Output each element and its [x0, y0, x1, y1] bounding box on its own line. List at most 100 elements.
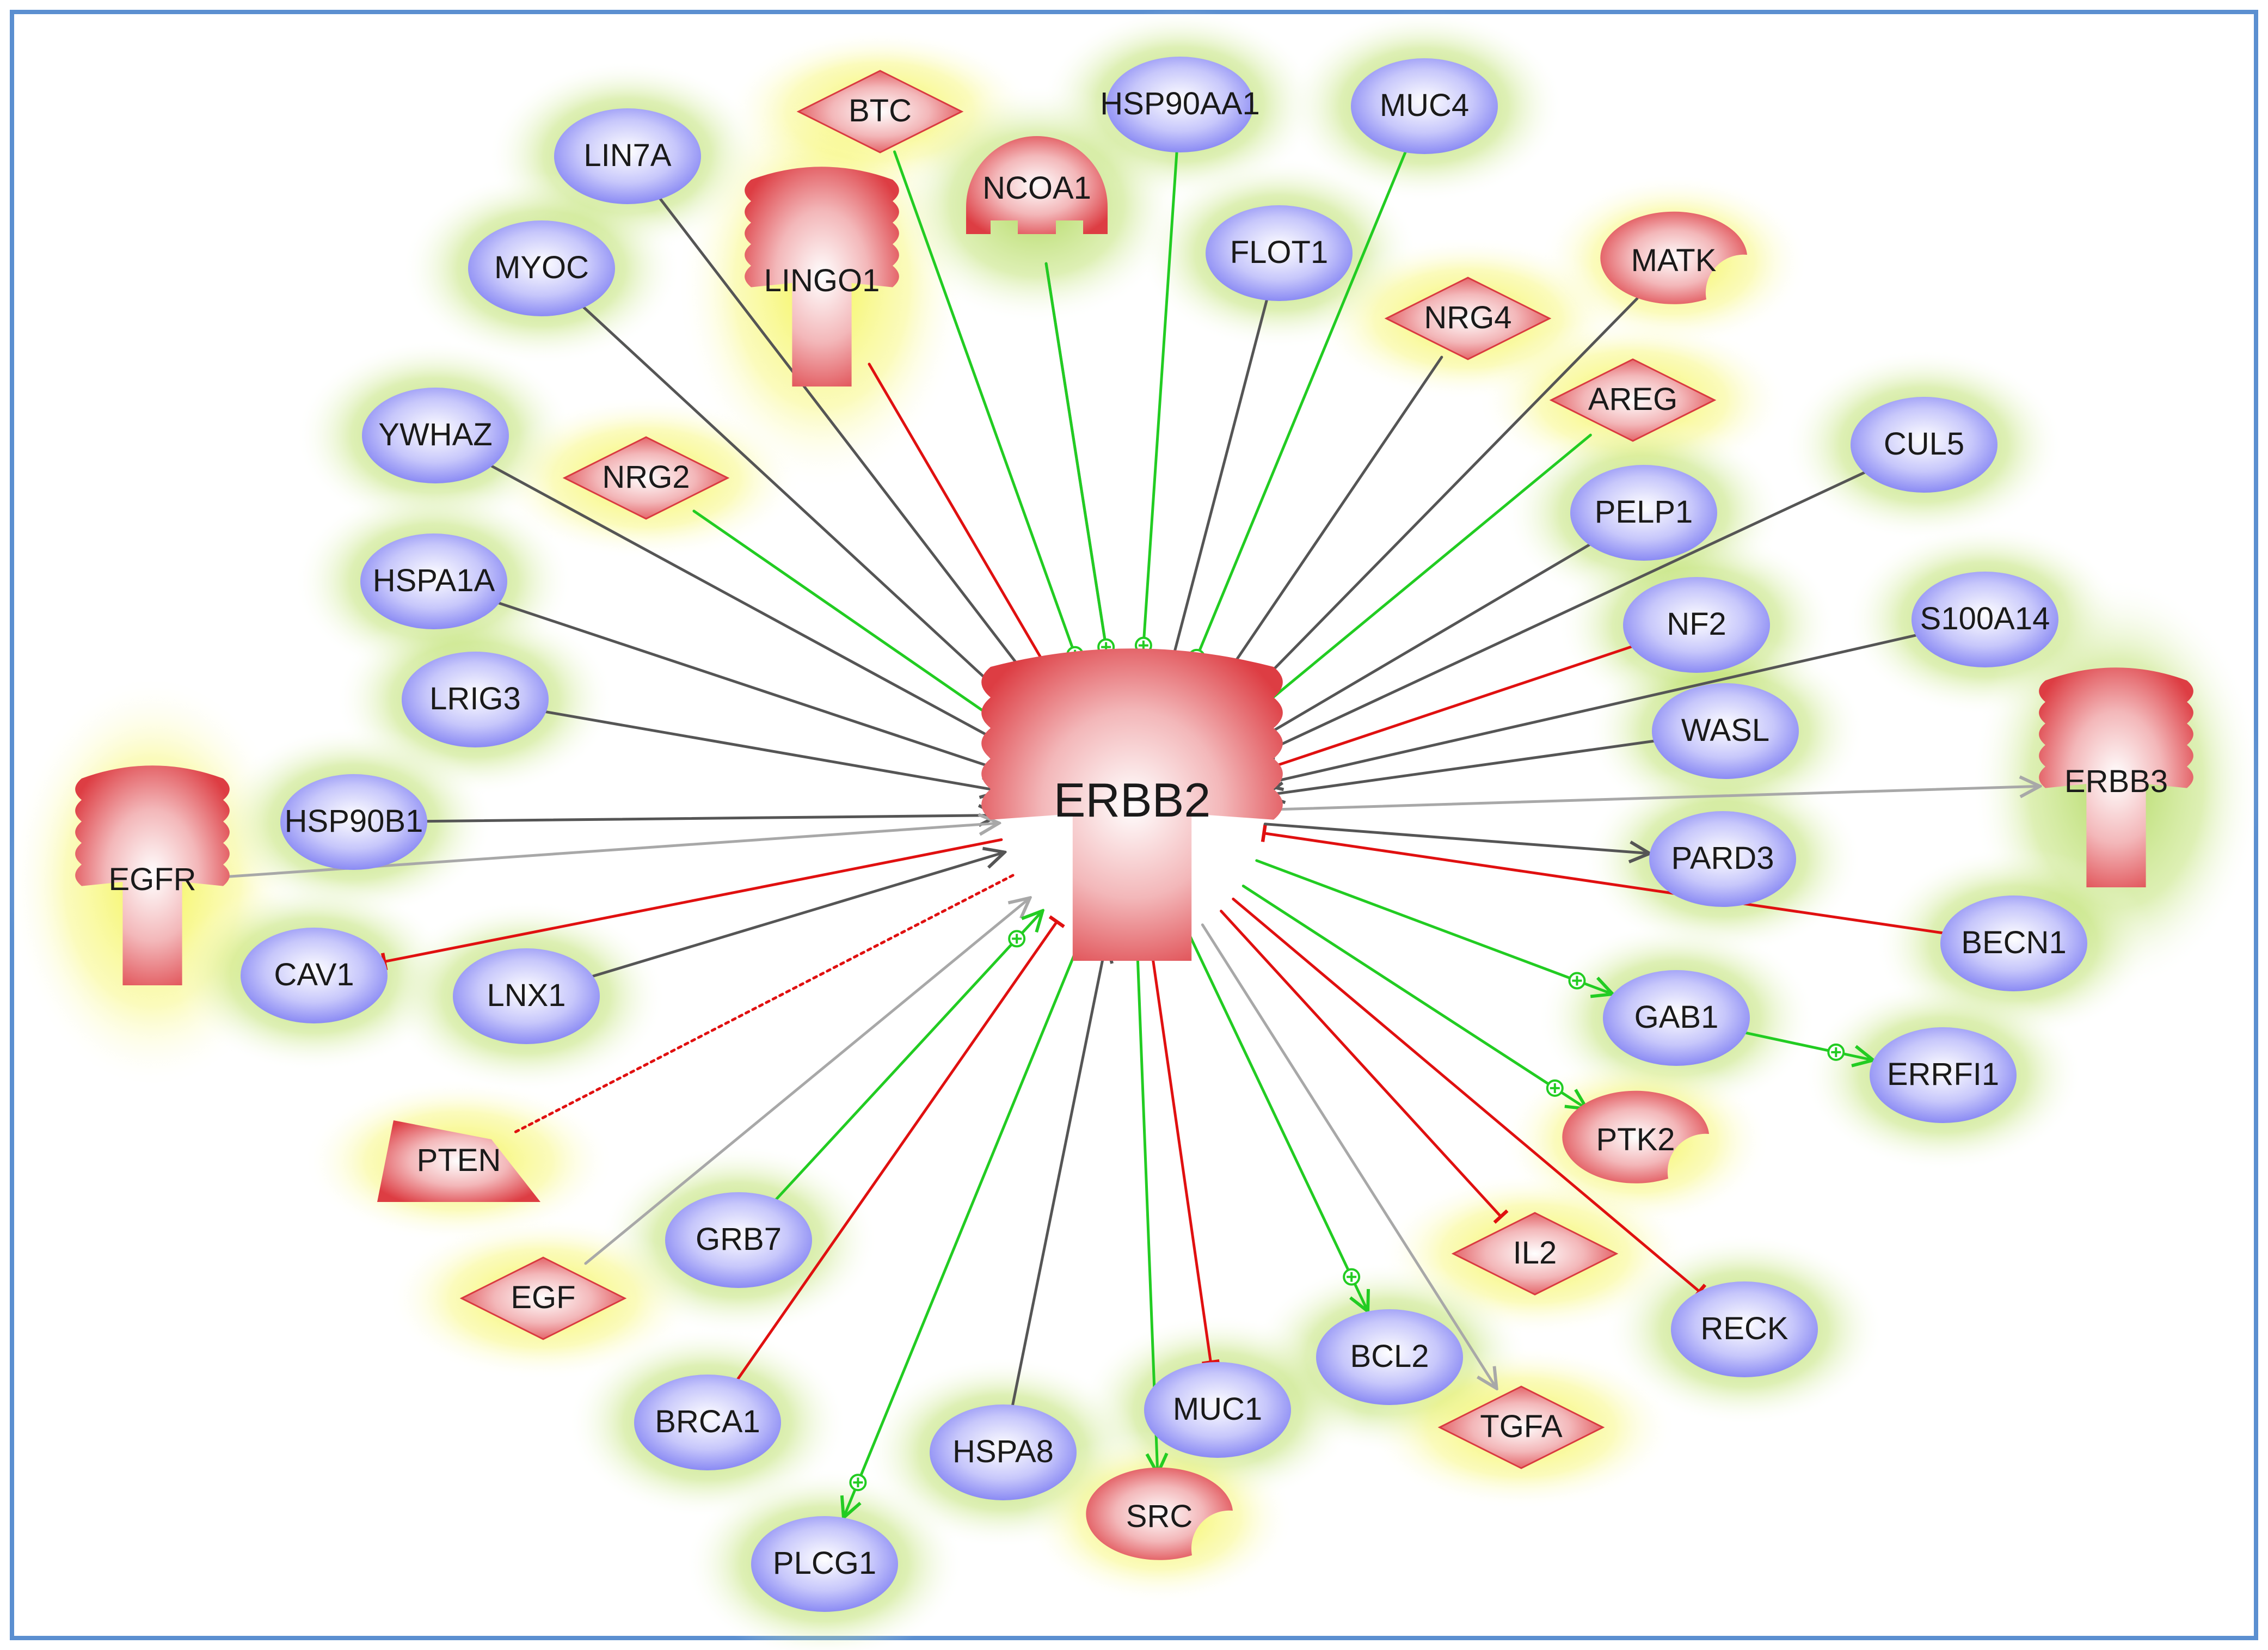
node-egf[interactable]: EGF [459, 1256, 627, 1340]
ellipse-node-shape [1940, 895, 2087, 991]
node-label: MYOC [494, 250, 589, 285]
node-egfr[interactable]: EGFR [75, 765, 230, 985]
diamond-node-shape [562, 436, 730, 520]
node-label: BECN1 [1961, 925, 2066, 960]
node-pten[interactable]: PTEN [377, 1120, 540, 1202]
edge-ncoa1-erbb2 [1044, 262, 1112, 685]
edge-erbb2-cav1 [380, 838, 1003, 971]
node-reck[interactable]: RECK [1671, 1281, 1818, 1377]
activation-plus-icon [1008, 930, 1026, 948]
node-label: NRG2 [602, 459, 690, 495]
node-cul5[interactable]: CUL5 [1851, 397, 1997, 493]
node-cav1[interactable]: CAV1 [241, 928, 388, 1023]
node-areg[interactable]: AREG [1549, 358, 1717, 442]
node-nrg4[interactable]: NRG4 [1384, 277, 1552, 360]
node-becn1[interactable]: BECN1 [1940, 895, 2087, 991]
node-hspa1a[interactable]: HSPA1A [360, 533, 507, 629]
node-label: GAB1 [1634, 999, 1719, 1035]
node-errfi1[interactable]: ERRFI1 [1870, 1027, 2017, 1123]
ellipse-node-shape [930, 1404, 1077, 1500]
node-lin7a[interactable]: LIN7A [554, 108, 701, 204]
edge-s100a14-erbb2 [1262, 634, 1917, 784]
node-label: RECK [1700, 1311, 1788, 1346]
node-btc[interactable]: BTC [796, 70, 964, 154]
node-erbb2[interactable]: ERBB2 [981, 648, 1283, 961]
edge-erbb2-tgfa [1201, 923, 1496, 1389]
edge-hspa1a-erbb2 [497, 602, 1006, 772]
ellipse-node-shape [1671, 1281, 1818, 1377]
edge-pten-erbb2 [514, 873, 1016, 1133]
node-label: SRC [1126, 1499, 1193, 1534]
node-gab1[interactable]: GAB1 [1603, 970, 1750, 1066]
node-s100a14[interactable]: S100A14 [1911, 572, 2058, 667]
node-ncoa1[interactable]: NCOA1 [966, 136, 1108, 234]
node-erbb3[interactable]: ERBB3 [2039, 667, 2193, 887]
edge-egf-erbb2 [584, 898, 1030, 1265]
node-nf2[interactable]: NF2 [1623, 577, 1770, 673]
diamond-node-shape [796, 70, 964, 154]
node-grb7[interactable]: GRB7 [665, 1192, 812, 1288]
node-label: EGF [511, 1280, 575, 1315]
edge-grb7-erbb2 [775, 911, 1043, 1201]
node-label: WASL [1681, 713, 1769, 748]
ellipse-node-shape [1144, 1362, 1291, 1458]
node-pelp1[interactable]: PELP1 [1570, 465, 1717, 561]
node-myoc[interactable]: MYOC [468, 220, 615, 316]
ellipse-node-shape [1316, 1309, 1463, 1405]
node-lnx1[interactable]: LNX1 [453, 948, 600, 1044]
node-flot1[interactable]: FLOT1 [1206, 205, 1353, 301]
ellipse-node-shape [634, 1375, 781, 1470]
node-label: BTC [849, 93, 912, 128]
node-brca1[interactable]: BRCA1 [634, 1375, 781, 1470]
node-hspa8[interactable]: HSPA8 [930, 1404, 1077, 1500]
node-label: FLOT1 [1230, 235, 1329, 270]
node-plcg1[interactable]: PLCG1 [751, 1516, 898, 1612]
node-lingo1[interactable]: LINGO1 [745, 167, 899, 387]
edge-gab1-errfi1 [1744, 1031, 1873, 1060]
edge-wasl-erbb2 [1264, 739, 1655, 795]
edge-erbb2-gab1 [1255, 859, 1613, 994]
diamond-node-shape [1384, 277, 1552, 360]
node-il2[interactable]: IL2 [1451, 1212, 1619, 1296]
node-label: LRIG3 [429, 681, 521, 716]
edge-erbb2-ptk2 [1241, 885, 1587, 1109]
ellipse-node-shape [1870, 1027, 2017, 1123]
node-label: PLCG1 [773, 1545, 876, 1581]
edge-lin7a-erbb2 [659, 198, 1052, 709]
node-src[interactable]: SRC [1086, 1467, 1233, 1560]
node-nrg2[interactable]: NRG2 [562, 436, 730, 520]
activation-plus-icon [1343, 1268, 1361, 1286]
node-ywhaz[interactable]: YWHAZ [362, 388, 509, 483]
receptor-node-shape [981, 648, 1283, 961]
node-label: MUC4 [1380, 88, 1469, 123]
edge-brca1-erbb2 [736, 915, 1065, 1381]
node-lrig3[interactable]: LRIG3 [402, 652, 549, 747]
node-hsp90aa1[interactable]: HSP90AA1 [1100, 57, 1260, 152]
node-pard3[interactable]: PARD3 [1649, 811, 1796, 907]
edge-muc4-erbb2 [1182, 151, 1407, 693]
edge-btc-erbb2 [893, 150, 1087, 691]
node-ptk2[interactable]: PTK2 [1562, 1090, 1709, 1183]
node-wasl[interactable]: WASL [1652, 683, 1799, 779]
node-matk[interactable]: MATK [1600, 211, 1747, 304]
activation-plus-icon [1568, 972, 1586, 990]
node-label: S100A14 [1920, 601, 2050, 636]
ellipse-node-shape [1107, 57, 1253, 152]
edge-erbb2-il2 [1220, 910, 1509, 1224]
node-label: NCOA1 [982, 170, 1091, 206]
node-label: LINGO1 [764, 263, 880, 298]
node-hsp90b1[interactable]: HSP90B1 [280, 774, 427, 870]
diamond-node-shape [1549, 358, 1717, 442]
node-tgfa[interactable]: TGFA [1437, 1385, 1605, 1469]
edge-ywhaz-erbb2 [490, 464, 1016, 750]
node-muc1[interactable]: MUC1 [1144, 1362, 1291, 1458]
diamond-node-shape [459, 1256, 627, 1340]
edge-becn1-erbb2 [1261, 824, 1944, 935]
node-bcl2[interactable]: BCL2 [1316, 1309, 1463, 1405]
activation-plus-icon [1546, 1079, 1564, 1097]
edge-erbb2-reck [1232, 897, 1707, 1299]
crescent-node-shape [1086, 1467, 1233, 1560]
node-muc4[interactable]: MUC4 [1351, 58, 1498, 154]
edge-matk-erbb2 [1225, 297, 1639, 720]
